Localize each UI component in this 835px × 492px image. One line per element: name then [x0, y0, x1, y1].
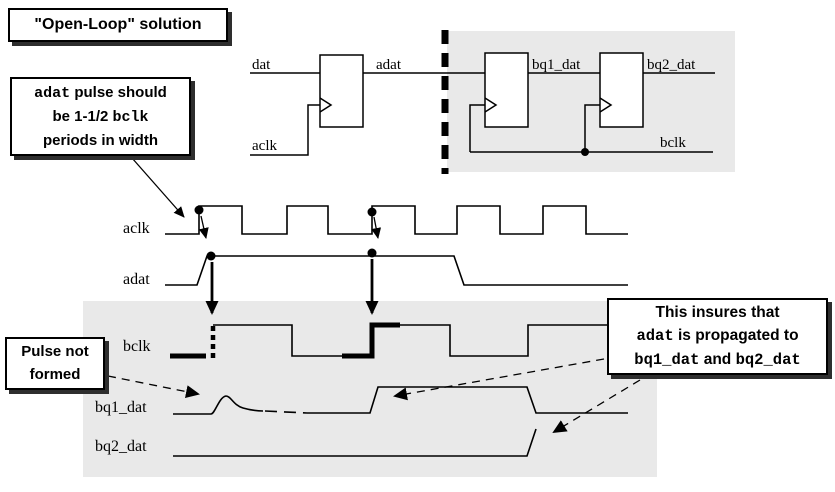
clock-triangle-icon	[599, 97, 613, 113]
bq2-dat-waveform	[173, 428, 537, 457]
aclk-to-adat-arrow-1	[198, 215, 209, 239]
flipflop-bq1	[484, 52, 529, 128]
adat-edge-dot-2	[367, 248, 377, 258]
insures-line2-rest: is propagated to	[673, 326, 799, 344]
schematic-aclk-label: aclk	[252, 138, 277, 154]
adat-edge-dot-1	[206, 251, 216, 261]
schematic-bq1-dat-label: bq1_dat	[532, 57, 581, 73]
bclk-waveform-thin-2	[399, 324, 618, 357]
waveform-bq2-dat-label: bq2_dat	[95, 438, 147, 455]
title-box: "Open-Loop" solution	[8, 8, 228, 42]
waveform-adat-label: adat	[123, 271, 150, 288]
pulse-width-callout: adat pulse should be 1-1/2 bclk periods …	[10, 77, 191, 156]
pulse-not-formed-callout-arrow	[107, 375, 200, 399]
insures-line1: This insures that	[655, 303, 780, 321]
bclk-waveform-thin-1	[213, 324, 344, 357]
waveform-bclk-label: bclk	[123, 338, 151, 355]
title-text: "Open-Loop" solution	[34, 16, 202, 33]
bclk-signal-name: bclk	[112, 108, 149, 126]
aclk-wire	[250, 104, 320, 156]
aclk-to-adat-arrow-2	[371, 216, 382, 239]
flipflop-bq2	[599, 52, 644, 128]
pulse-width-callout-arrow	[131, 157, 185, 218]
clock-triangle-icon	[484, 97, 498, 113]
aclk-edge-dot-1	[194, 205, 204, 215]
pulse-not-formed-line2: formed	[29, 365, 81, 383]
aclk-edge-dot-2	[367, 207, 377, 217]
schematic-bclk-label: bclk	[660, 135, 686, 151]
waveform-aclk-label: aclk	[123, 220, 150, 237]
pulse-not-formed-callout: Pulse not formed	[5, 337, 105, 390]
schematic-adat-label: adat	[376, 57, 402, 73]
schematic-bq2-dat-label: bq2_dat	[647, 57, 696, 73]
insures-line3: bq1_dat and bq2_dat	[634, 348, 800, 372]
pulse-width-line2-pre: be 1-1/2	[52, 107, 113, 125]
bq1-dat-waveform	[307, 386, 628, 414]
pulse-not-formed-line1: Pulse not	[21, 343, 89, 360]
insures-line3-mid: and	[699, 351, 736, 369]
insures-line2: adat is propagated to	[636, 324, 798, 348]
bclk-to-ff1-wire	[469, 104, 485, 152]
flipflop-adat	[319, 54, 364, 128]
pulse-width-line1: adat pulse should	[34, 81, 167, 105]
adat-signal-name: adat	[34, 84, 71, 102]
waveform-bq1-dat-label: bq1_dat	[95, 399, 147, 416]
adat-waveform	[165, 255, 628, 286]
insures-callout: This insures that adat is propagated to …	[607, 298, 828, 375]
pulse-width-line1-rest: pulse should	[70, 83, 167, 101]
insures-callout-arrow-to-bq1	[393, 358, 605, 401]
bq1-dat-signal-name: bq1_dat	[634, 351, 700, 370]
insures-callout-arrow-to-bq2	[552, 379, 641, 434]
schematic-dat-label: dat	[252, 57, 271, 73]
pulse-width-line2: be 1-1/2 bclk	[52, 105, 148, 129]
bclk-waveform-thick-rise-2	[342, 322, 400, 359]
pulse-width-line3: periods in width	[43, 132, 158, 150]
clock-triangle-icon	[319, 97, 333, 113]
bclk-junction-dot	[581, 148, 589, 156]
bq1-dat-waveform-dashed	[264, 410, 308, 414]
bq1-dat-waveform-runt-pulse	[173, 395, 264, 415]
adat-signal-name: adat	[636, 326, 674, 345]
bclk-to-ff2-wire	[584, 104, 600, 152]
aclk-waveform	[165, 205, 628, 235]
bq2-dat-signal-name: bq2_dat	[735, 351, 801, 370]
